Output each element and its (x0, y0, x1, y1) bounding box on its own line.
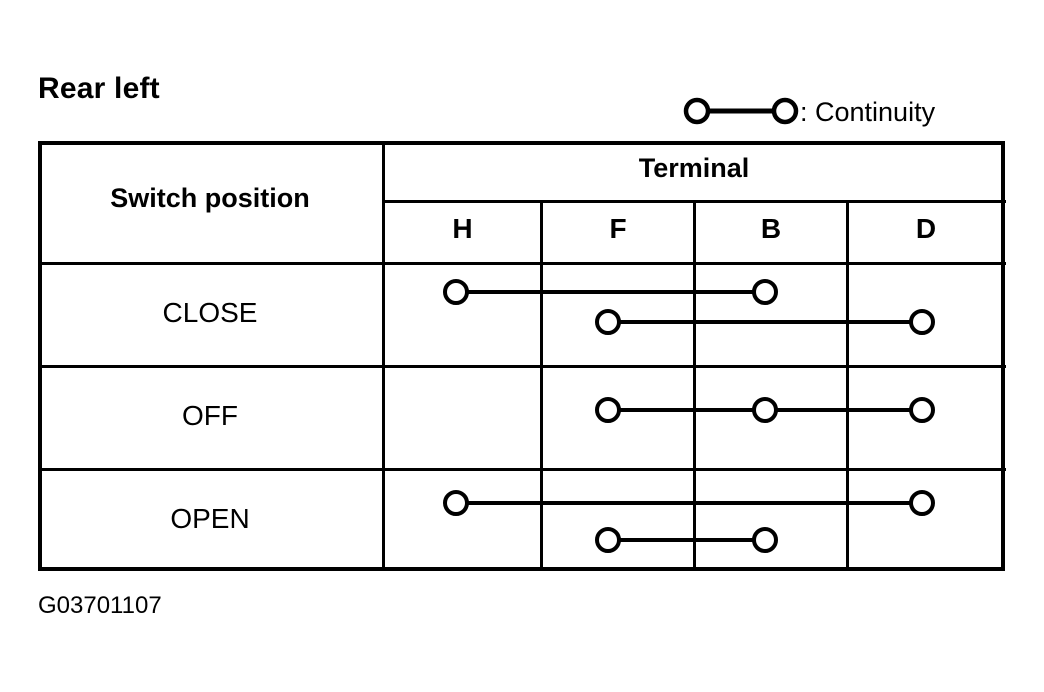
figure-code: G03701107 (38, 592, 162, 619)
grid-hline-off-open (41, 468, 1006, 471)
grid-vline-switchcol (382, 144, 385, 568)
page-title: Rear left (38, 72, 160, 105)
grid-hline-terminal-cols (382, 200, 1006, 203)
column-header-h: H (452, 213, 473, 244)
row-label-off: OFF (182, 400, 238, 431)
column-header-d: D (915, 213, 937, 244)
column-header-b: B (760, 213, 782, 244)
legend-label: : Continuity (800, 97, 936, 127)
legend: : Continuity (682, 92, 1002, 132)
column-header-f: F (609, 213, 627, 244)
continuity-table (38, 141, 1006, 571)
continuity-symbol-icon (683, 97, 799, 125)
grid-vline-F-B (693, 200, 696, 569)
row-label-open: OPEN (170, 503, 250, 534)
grid-hline-header-body (41, 262, 1006, 265)
header-switch-position: Switch position (110, 183, 310, 213)
header-terminal: Terminal (638, 153, 750, 183)
grid-vline-H-F (540, 200, 543, 569)
grid-vline-B-D (846, 200, 849, 569)
grid-hline-close-off (41, 365, 1006, 368)
row-label-close: CLOSE (162, 297, 258, 328)
